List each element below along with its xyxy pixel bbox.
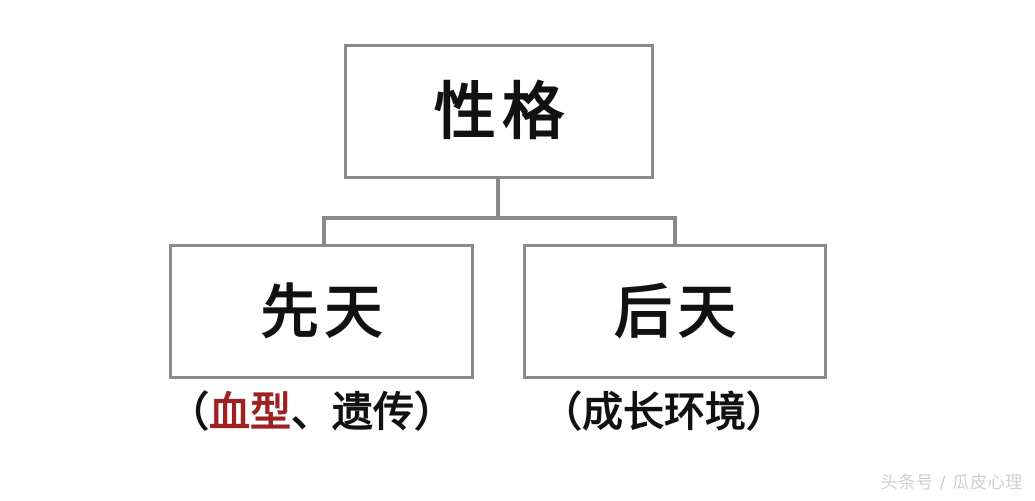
node-label-innate: 先天 <box>260 277 389 346</box>
caption-innate-highlight: 血型 <box>209 388 291 436</box>
caption-innate-rest: 遗传 <box>332 388 414 436</box>
node-box-root: 性格 <box>344 44 654 179</box>
caption-innate-separator: 、 <box>291 388 332 436</box>
connector-drop-right <box>673 216 677 245</box>
node-label-acquired: 后天 <box>614 277 742 346</box>
caption-innate: （血型、遗传） <box>168 392 455 433</box>
connector-root-stem <box>496 179 500 219</box>
connector-drop-left <box>322 216 326 245</box>
watermark-text: 头条号 / 瓜皮心理 <box>880 473 1023 493</box>
caption-acquired: （成长环境） <box>541 392 787 433</box>
caption-innate-open-paren: （ <box>168 388 209 436</box>
node-box-acquired: 后天 <box>523 244 827 379</box>
caption-acquired-open-paren: （ <box>541 388 582 436</box>
caption-innate-close-paren: ） <box>414 388 455 436</box>
node-label-root: 性格 <box>433 74 571 148</box>
caption-acquired-close-paren: ） <box>746 388 787 436</box>
connector-horizontal-bus <box>322 216 677 220</box>
node-box-innate: 先天 <box>169 244 474 379</box>
caption-acquired-text: 成长环境 <box>582 388 746 436</box>
